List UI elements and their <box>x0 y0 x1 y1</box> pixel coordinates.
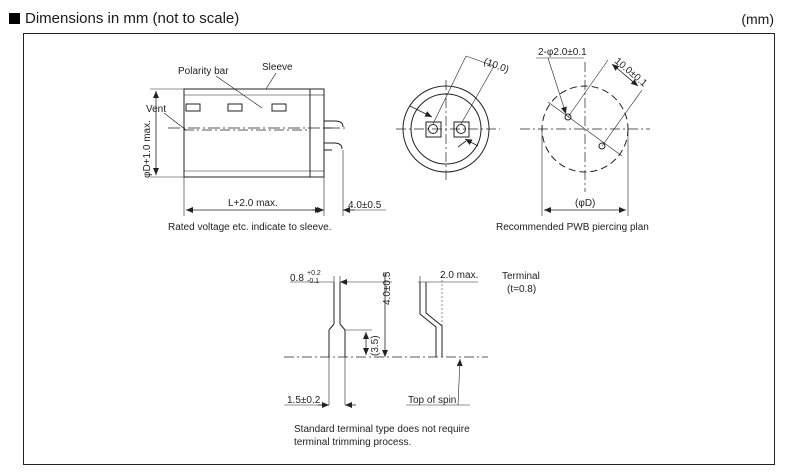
bottom-terminal-pad <box>453 121 470 138</box>
polarity-bar-mark <box>185 103 201 112</box>
bottom-view-dimension: (10.0) <box>482 56 510 75</box>
diameter-dimension: φD+1.0 max. <box>142 120 153 178</box>
bottom-view <box>396 55 500 182</box>
bottom-terminal-pad <box>425 121 442 138</box>
pwb-diameter-label: (φD) <box>575 198 595 209</box>
terminal-height-label: 4.0±0.5 <box>382 271 393 305</box>
terminal-width-tol-upper: +0.2 <box>307 270 321 277</box>
terminal-shoulder-label: (3.5) <box>370 335 381 356</box>
terminal-label: Terminal <box>502 271 540 282</box>
pwb-hole-label: 2-φ2.0±0.1 <box>538 47 587 58</box>
terminal-width-label: 0.8 <box>290 273 304 284</box>
pwb-caption: Recommended PWB piercing plan <box>496 222 649 233</box>
side-view <box>150 72 386 216</box>
terminal-detail <box>284 272 488 408</box>
terminal-bend-label: 2.0 max. <box>440 270 478 281</box>
page-title: Dimensions in mm (not to scale) <box>9 10 239 27</box>
sleeve-label: Sleeve <box>262 62 293 73</box>
header: Dimensions in mm (not to scale) (mm) <box>0 0 800 30</box>
terminal-length-dimension: 4.0±0.5 <box>348 200 382 211</box>
terminal-base-width-label: 1.5±0.2 <box>287 395 321 406</box>
capacitor-body <box>183 88 325 178</box>
polarity-bar-label: Polarity bar <box>178 66 229 77</box>
top-of-spin-label: Top of spin <box>408 395 456 406</box>
pwb-hole <box>564 113 572 121</box>
side-terminals <box>324 120 344 151</box>
pwb-spacing-label: 10.0±0.1 <box>612 56 649 90</box>
drawing-frame <box>23 33 775 465</box>
unit-label: (mm) <box>741 11 774 27</box>
pwb-hole <box>598 142 606 150</box>
polarity-bar-mark <box>227 103 243 112</box>
terminal-width-tol-lower: -0.1 <box>307 278 319 285</box>
title-text: Dimensions in mm (not to scale) <box>25 10 240 27</box>
bullet-square-icon <box>9 13 20 24</box>
terminal-thickness-label: (t=0.8) <box>507 284 536 295</box>
vent-label: Vent <box>146 104 166 115</box>
side-view-caption: Rated voltage etc. indicate to sleeve. <box>168 222 331 233</box>
length-dimension: L+2.0 max. <box>228 198 278 209</box>
polarity-bar-mark <box>271 103 287 112</box>
terminal-note-line-2: terminal trimming process. <box>294 437 411 448</box>
terminal-note-line-1: Standard terminal type does not require <box>294 424 470 435</box>
pwb-plan <box>520 57 650 216</box>
